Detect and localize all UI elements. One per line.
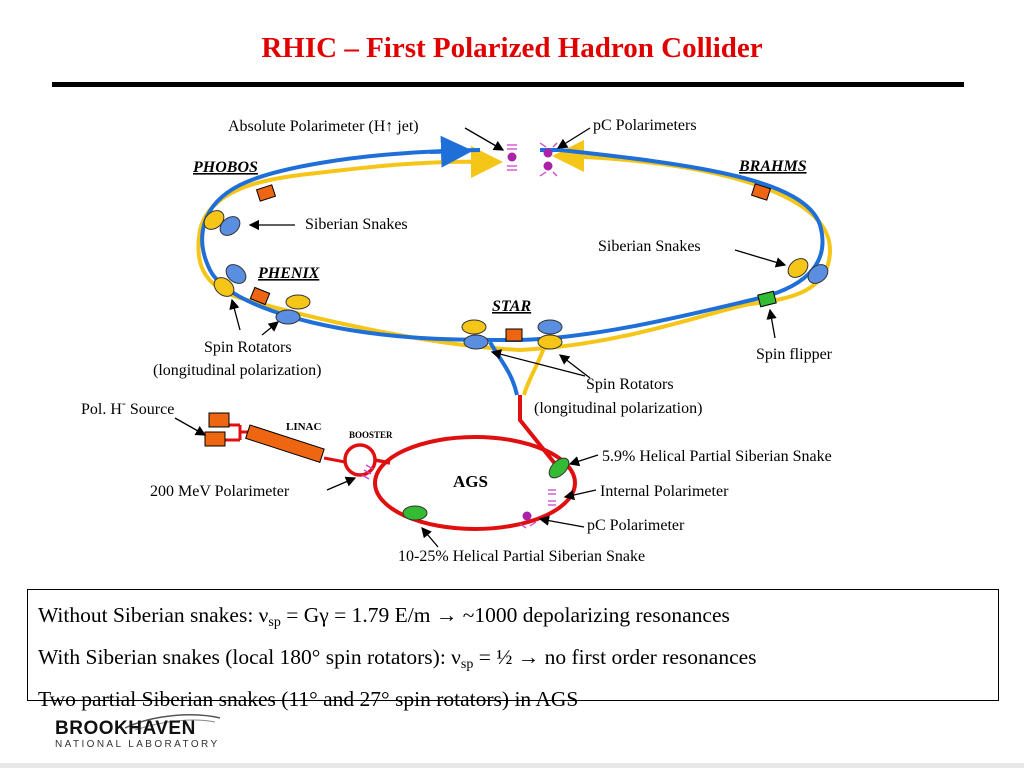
siberian-snakes bbox=[203, 210, 829, 297]
callout-arrows bbox=[174, 127, 787, 548]
label-phobos: PHOBOS bbox=[192, 159, 258, 176]
info-line-1: Without Siberian snakes: νsp = Gγ = 1.79… bbox=[38, 603, 730, 630]
label-helical-1025: 10-25% Helical Partial Siberian Snake bbox=[398, 548, 645, 565]
label-brahms: BRAHMS bbox=[738, 158, 807, 175]
brahms-detector bbox=[750, 183, 772, 201]
label-pol-source: Pol. H- Source bbox=[81, 396, 174, 418]
label-ags: AGS bbox=[453, 472, 488, 491]
phobos-detector bbox=[255, 184, 277, 202]
linac bbox=[204, 412, 346, 464]
label-abs-polarimeter: Absolute Polarimeter (H↑ jet) bbox=[228, 118, 419, 135]
phenix-detector bbox=[249, 286, 271, 306]
label-pc-polarimeters: pC Polarimeters bbox=[593, 117, 697, 134]
polarimeters bbox=[361, 142, 558, 529]
label-spin-rotators-left: Spin Rotators bbox=[204, 339, 292, 356]
label-spin-flipper: Spin flipper bbox=[756, 346, 833, 363]
label-star: STAR bbox=[492, 298, 531, 315]
info-box: Without Siberian snakes: νsp = Gγ = 1.79… bbox=[27, 589, 999, 711]
label-phenix: PHENIX bbox=[257, 265, 320, 282]
experiment-boxes bbox=[249, 183, 777, 342]
info-line-2: With Siberian snakes (local 180° spin ro… bbox=[38, 645, 757, 672]
label-spin-rotators-mid: Spin Rotators bbox=[586, 376, 674, 393]
bottom-strip bbox=[0, 763, 1024, 768]
label-siberian-left: Siberian Snakes bbox=[305, 216, 408, 233]
label-booster: BOOSTER bbox=[349, 430, 393, 440]
label-pc-polarimeter: pC Polarimeter bbox=[587, 517, 685, 534]
label-linac: LINAC bbox=[286, 421, 322, 433]
label-helical-59: 5.9% Helical Partial Siberian Snake bbox=[602, 448, 832, 465]
logo-name: BROOKHAVEN bbox=[55, 718, 196, 739]
label-mev-polarimeter: 200 MeV Polarimeter bbox=[150, 483, 290, 500]
label-siberian-right: Siberian Snakes bbox=[598, 238, 701, 255]
star-detector bbox=[505, 328, 523, 342]
info-line-3: Two partial Siberian snakes (11° and 27°… bbox=[38, 687, 579, 711]
spin-rotators bbox=[275, 294, 563, 350]
label-spin-rotators-left-sub: (longitudinal polarization) bbox=[153, 362, 321, 379]
transfer-lines bbox=[488, 341, 562, 472]
brookhaven-logo: BROOKHAVEN NATIONAL LABORATORY bbox=[55, 714, 230, 754]
label-internal-polarimeter: Internal Polarimeter bbox=[600, 483, 729, 500]
label-spin-rotators-mid-sub: (longitudinal polarization) bbox=[534, 400, 702, 417]
booster-ring bbox=[343, 443, 377, 477]
spin-flipper-box bbox=[757, 290, 777, 308]
ags-snakes bbox=[402, 457, 570, 521]
logo-subtitle: NATIONAL LABORATORY bbox=[55, 739, 220, 750]
ags-ring bbox=[373, 435, 577, 531]
title-divider bbox=[52, 82, 964, 87]
slide-title: RHIC – First Polarized Hadron Collider bbox=[261, 32, 763, 64]
